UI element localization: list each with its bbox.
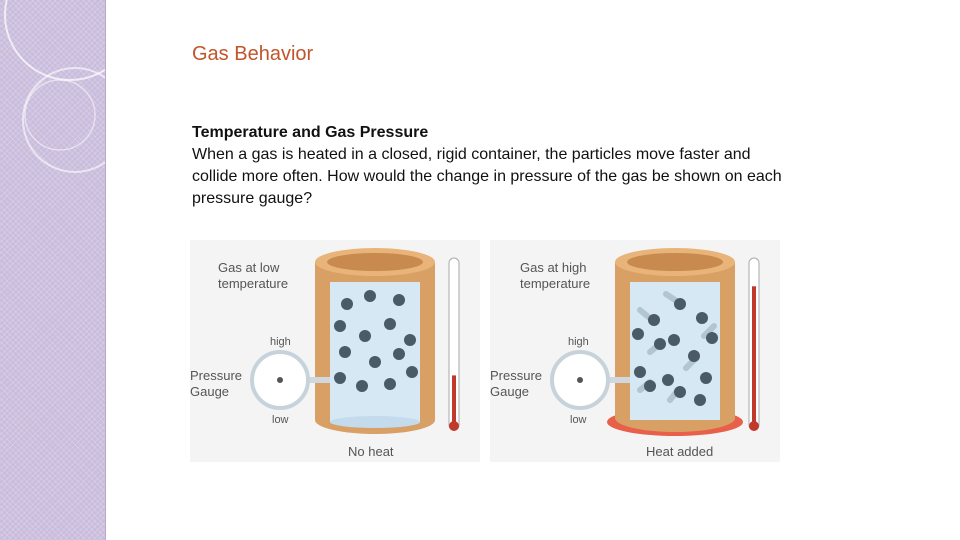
- low-temp-illustration: [190, 240, 480, 462]
- decorative-sidebar: [0, 0, 106, 540]
- gas-particles-high: [632, 291, 718, 406]
- pressure-gauge-label: Pressure Gauge: [490, 368, 543, 399]
- slide-paragraph: When a gas is heated in a closed, rigid …: [192, 146, 782, 207]
- gauge-high-label: high: [568, 336, 589, 348]
- gas-pressure-figure: Gas at low temperature high Pressure Gau…: [190, 240, 780, 462]
- high-temp-illustration: [490, 240, 780, 462]
- gas-high-temp-label: Gas at high temperature: [520, 260, 591, 291]
- thermometer: [448, 257, 460, 431]
- panel-high-temperature: Gas at high temperature high Pressure Ga…: [490, 240, 780, 462]
- sidebar-swirl-decoration: [4, 0, 105, 173]
- gauge-high-label: high: [270, 336, 291, 348]
- slide-body: Temperature and Gas Pressure When a gas …: [192, 122, 792, 210]
- gauge-low-label: low: [272, 414, 289, 426]
- slide-subheading: Temperature and Gas Pressure: [192, 124, 429, 141]
- thermometer: [748, 257, 760, 431]
- slide-title: Gas Behavior: [192, 43, 314, 65]
- gas-low-temp-label: Gas at low temperature: [218, 260, 289, 291]
- gas-particles-low: [334, 290, 418, 392]
- panel-caption-heat-added: Heat added: [646, 444, 714, 459]
- panel-caption-no-heat: No heat: [348, 444, 394, 459]
- panel-low-temperature: Gas at low temperature high Pressure Gau…: [190, 240, 480, 462]
- pressure-gauge-label: Pressure Gauge: [190, 368, 243, 399]
- gauge-low-label: low: [570, 414, 587, 426]
